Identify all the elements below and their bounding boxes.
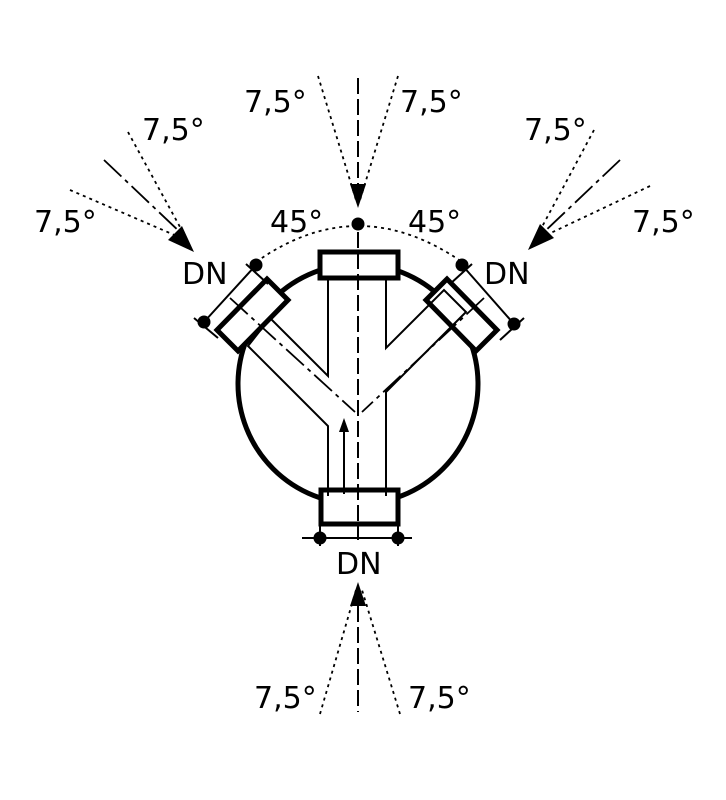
top-inlet-arrow bbox=[350, 184, 366, 208]
tolerance-top-right bbox=[359, 75, 399, 201]
dimension-dot-left-lower bbox=[197, 315, 211, 329]
right-inlet-socket bbox=[422, 275, 501, 355]
dn-dimension-right-ext1 bbox=[449, 263, 473, 285]
dimension-dot-bottom-left bbox=[313, 531, 327, 545]
reference-dot-top bbox=[351, 217, 365, 231]
tolerance-top-left bbox=[317, 75, 357, 201]
dn-dimension-left bbox=[203, 264, 257, 323]
centerline-right-branch bbox=[361, 297, 485, 413]
dimension-dot-right-lower bbox=[507, 317, 521, 331]
dn-dimension-left-ext1 bbox=[245, 263, 269, 285]
flow-arrow-head bbox=[339, 418, 349, 432]
angle-label-top-left: 7,5° bbox=[244, 85, 307, 120]
angle-label-bottom-left: 7,5° bbox=[254, 681, 317, 716]
angle-label-upper-right-b: 7,5° bbox=[632, 205, 695, 240]
dimension-dot-right-upper bbox=[455, 258, 469, 272]
dimension-dot-bottom-right bbox=[391, 531, 405, 545]
angle-label-upper-left-b: 7,5° bbox=[34, 205, 97, 240]
centerline-left-branch bbox=[229, 297, 356, 413]
tolerance-bottom-right bbox=[361, 589, 401, 715]
upper-right-inlet-arrow bbox=[528, 224, 554, 250]
bottom-outlet-arrow bbox=[350, 582, 366, 606]
tolerance-bottom-left bbox=[319, 589, 357, 715]
upper-left-inlet-arrow bbox=[168, 226, 194, 252]
left-inlet-socket bbox=[213, 275, 292, 355]
branch-angle-label-right: 45° bbox=[408, 205, 461, 240]
dn-label-bottom: DN bbox=[336, 547, 382, 582]
dn-label-left: DN bbox=[182, 257, 228, 292]
angle-label-upper-right-a: 7,5° bbox=[524, 113, 587, 148]
y-channel-outline bbox=[246, 278, 468, 496]
dimension-dot-left-upper bbox=[249, 258, 263, 272]
tolerance-upper-right-b bbox=[535, 185, 651, 241]
tolerance-upper-left-b bbox=[69, 189, 187, 241]
tolerance-upper-left-a bbox=[127, 131, 187, 239]
branch-angle-label-left: 45° bbox=[270, 205, 323, 240]
upper-right-direction-line bbox=[541, 159, 621, 235]
upper-left-direction-line bbox=[103, 159, 183, 235]
dn-label-right: DN bbox=[484, 257, 530, 292]
angle-label-bottom-right: 7,5° bbox=[408, 681, 471, 716]
dn-dimension-right bbox=[461, 264, 515, 325]
angle-label-upper-left-a: 7,5° bbox=[142, 113, 205, 148]
angle-label-top-right: 7,5° bbox=[400, 85, 463, 120]
angle-arc bbox=[255, 225, 463, 263]
